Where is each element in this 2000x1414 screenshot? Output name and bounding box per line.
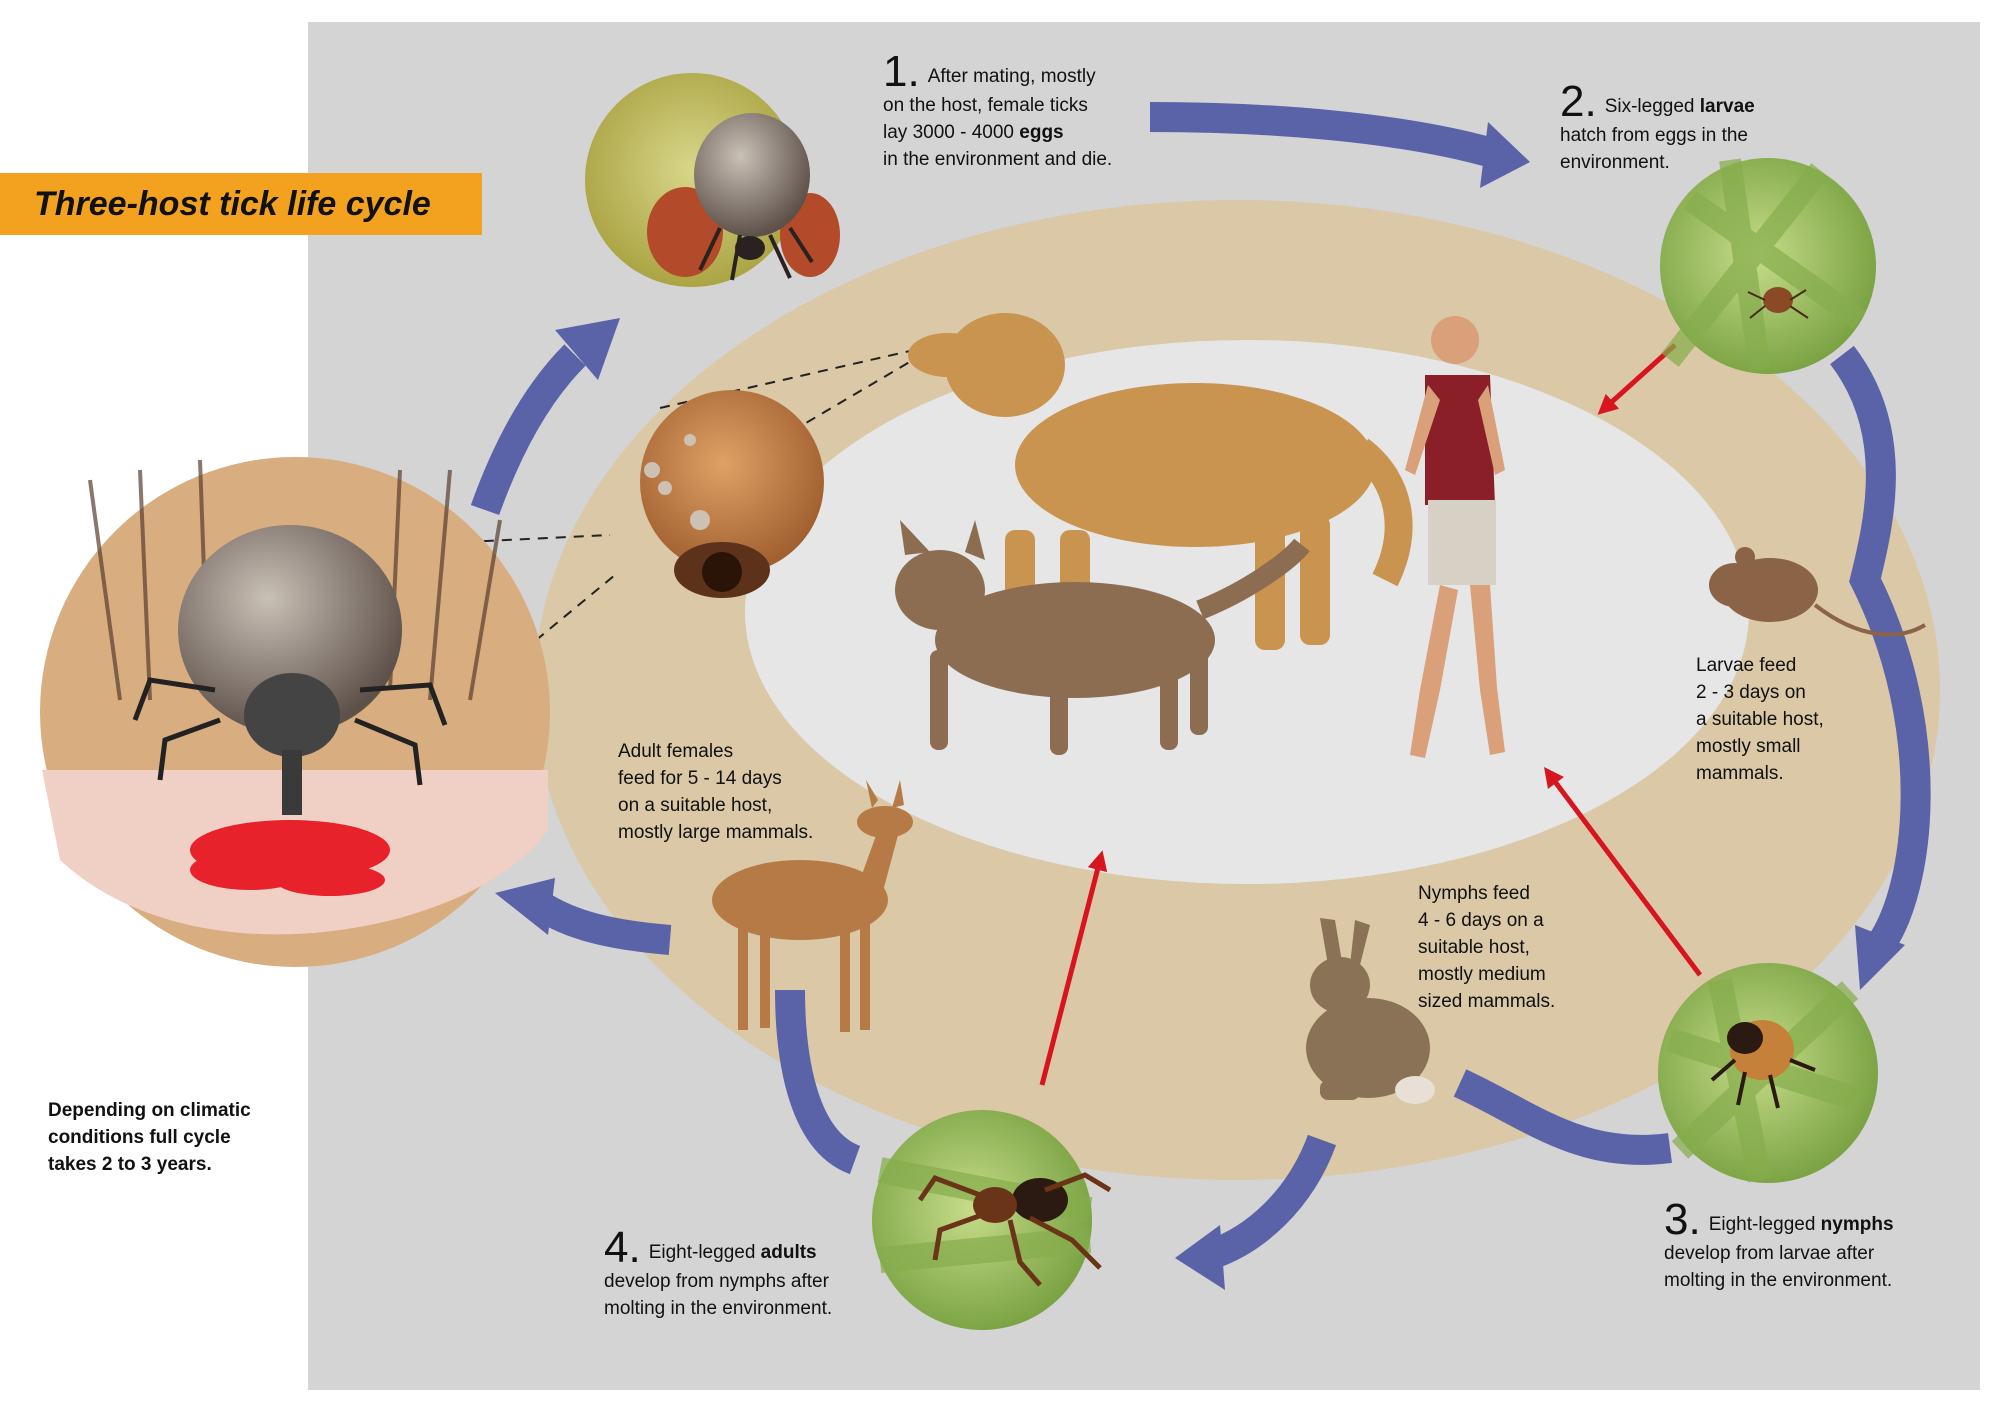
step-1-text: 1.After mating, mostly on the host, fema… — [883, 52, 1112, 173]
larvae-circle — [1660, 158, 1876, 374]
step-2-number: 2. — [1560, 77, 1597, 126]
step-3-number: 3. — [1664, 1195, 1701, 1244]
feeding-circle — [40, 457, 550, 967]
step-3-text: 3.Eight-legged nymphs develop from larva… — [1664, 1200, 1894, 1294]
cycle-duration-note: Depending on climatic conditions full cy… — [48, 1097, 251, 1178]
larvae-feeding-text: Larvae feed 2 - 3 days on a suitable hos… — [1696, 652, 1824, 787]
engorged-tick-icon — [694, 113, 810, 237]
nymph-feeding-text: Nymphs feed 4 - 6 days on a suitable hos… — [1418, 880, 1555, 1015]
blood-pool-icon — [190, 820, 390, 896]
page-title: Three-host tick life cycle — [34, 183, 431, 225]
step-4-number: 4. — [604, 1223, 641, 1272]
step-4-text: 4.Eight-legged adults develop from nymph… — [604, 1228, 832, 1322]
step-2-text: 2.Six-legged larvae hatch from eggs in t… — [1560, 82, 1755, 176]
step-1-number: 1. — [883, 47, 920, 96]
adult-feeding-text: Adult females feed for 5 - 14 days on a … — [618, 738, 813, 846]
nymph-circle — [1658, 963, 1878, 1183]
title-banner: Three-host tick life cycle — [0, 173, 482, 235]
